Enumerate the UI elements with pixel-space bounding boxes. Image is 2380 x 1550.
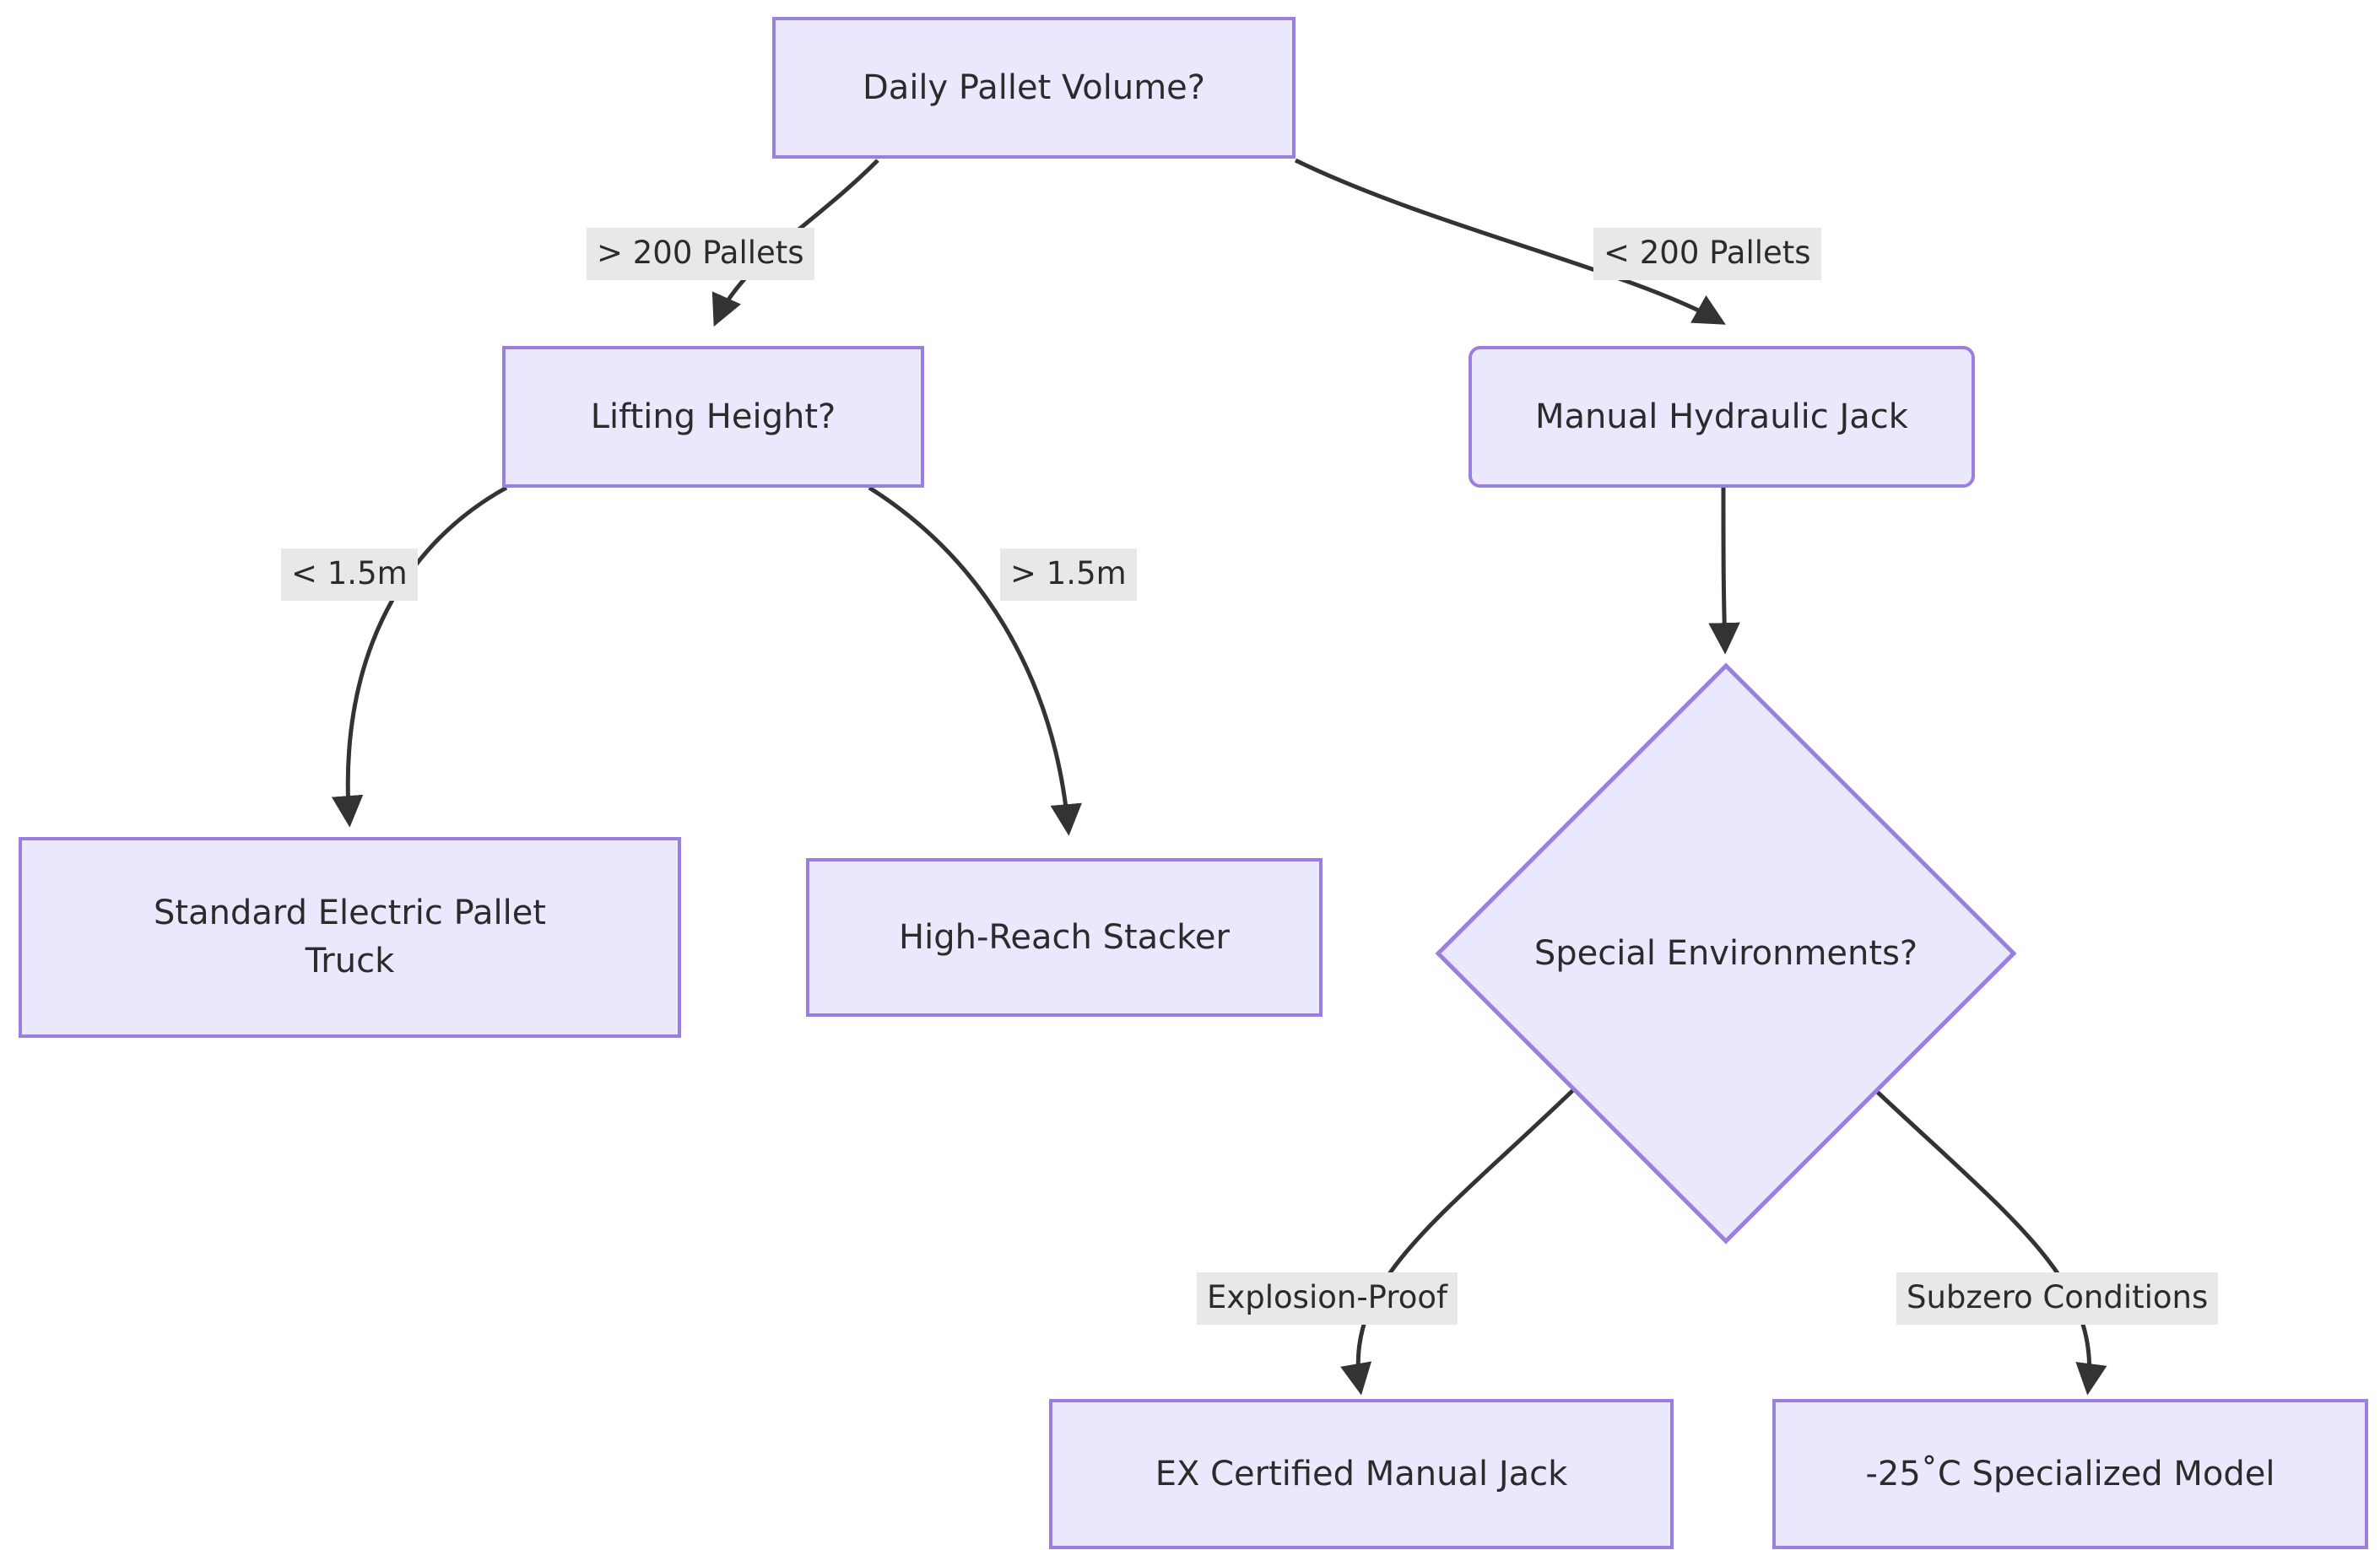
node-high-reach-stacker[interactable]: High-Reach Stacker xyxy=(806,858,1323,1017)
edge-label-greater-1-5m: > 1.5m xyxy=(1000,548,1137,602)
edge-label-subzero-conditions: Subzero Conditions xyxy=(1896,1272,2219,1326)
node-standard-electric-pallet-truck[interactable]: Standard Electric Pallet Truck xyxy=(19,837,681,1038)
edge-manual-jack-to-special-environments xyxy=(1708,487,1740,655)
edge-lifting-height-to-stacker xyxy=(868,485,1082,836)
edge-label-less-200-pallets-text: < 200 Pallets xyxy=(1604,235,1811,271)
node-standard-electric-pallet-truck-label: Standard Electric Pallet Truck xyxy=(154,894,546,980)
node-daily-pallet-volume[interactable]: Daily Pallet Volume? xyxy=(772,17,1295,159)
edge-label-explosion-proof-text: Explosion-Proof xyxy=(1207,1279,1448,1315)
node-manual-hydraulic-jack-label: Manual Hydraulic Jack xyxy=(1535,397,1908,436)
node-ex-certified-manual-jack-label: EX Certified Manual Jack xyxy=(1155,1454,1568,1493)
edge-label-greater-200-pallets-text: > 200 Pallets xyxy=(597,235,804,271)
node-daily-pallet-volume-label: Daily Pallet Volume? xyxy=(863,68,1205,107)
node-lifting-height[interactable]: Lifting Height? xyxy=(502,346,924,488)
edge-label-greater-1-5m-text: > 1.5m xyxy=(1010,555,1127,591)
node-manual-hydraulic-jack[interactable]: Manual Hydraulic Jack xyxy=(1469,346,1975,488)
edge-label-less-1-5m: < 1.5m xyxy=(281,548,418,602)
node-high-reach-stacker-label: High-Reach Stacker xyxy=(899,917,1230,957)
edge-lifting-height-to-electric-truck xyxy=(331,485,508,828)
node-subzero-specialized-model-label: -25˚C Specialized Model xyxy=(1865,1454,2275,1493)
diamond-shape xyxy=(1435,662,2017,1245)
node-ex-certified-manual-jack[interactable]: EX Certified Manual Jack xyxy=(1049,1399,1674,1549)
edge-label-greater-200-pallets: > 200 Pallets xyxy=(587,228,814,281)
edge-label-explosion-proof: Explosion-Proof xyxy=(1197,1272,1458,1326)
node-lifting-height-label: Lifting Height? xyxy=(590,397,836,436)
edge-label-less-1-5m-text: < 1.5m xyxy=(291,555,408,591)
node-special-environments-label: Special Environments? xyxy=(1533,934,1918,973)
node-subzero-specialized-model[interactable]: -25˚C Specialized Model xyxy=(1772,1399,2368,1549)
edge-label-less-200-pallets: < 200 Pallets xyxy=(1593,228,1821,281)
node-special-environments[interactable]: Special Environments? xyxy=(1435,662,2017,1245)
edge-label-subzero-conditions-text: Subzero Conditions xyxy=(1907,1279,2209,1315)
